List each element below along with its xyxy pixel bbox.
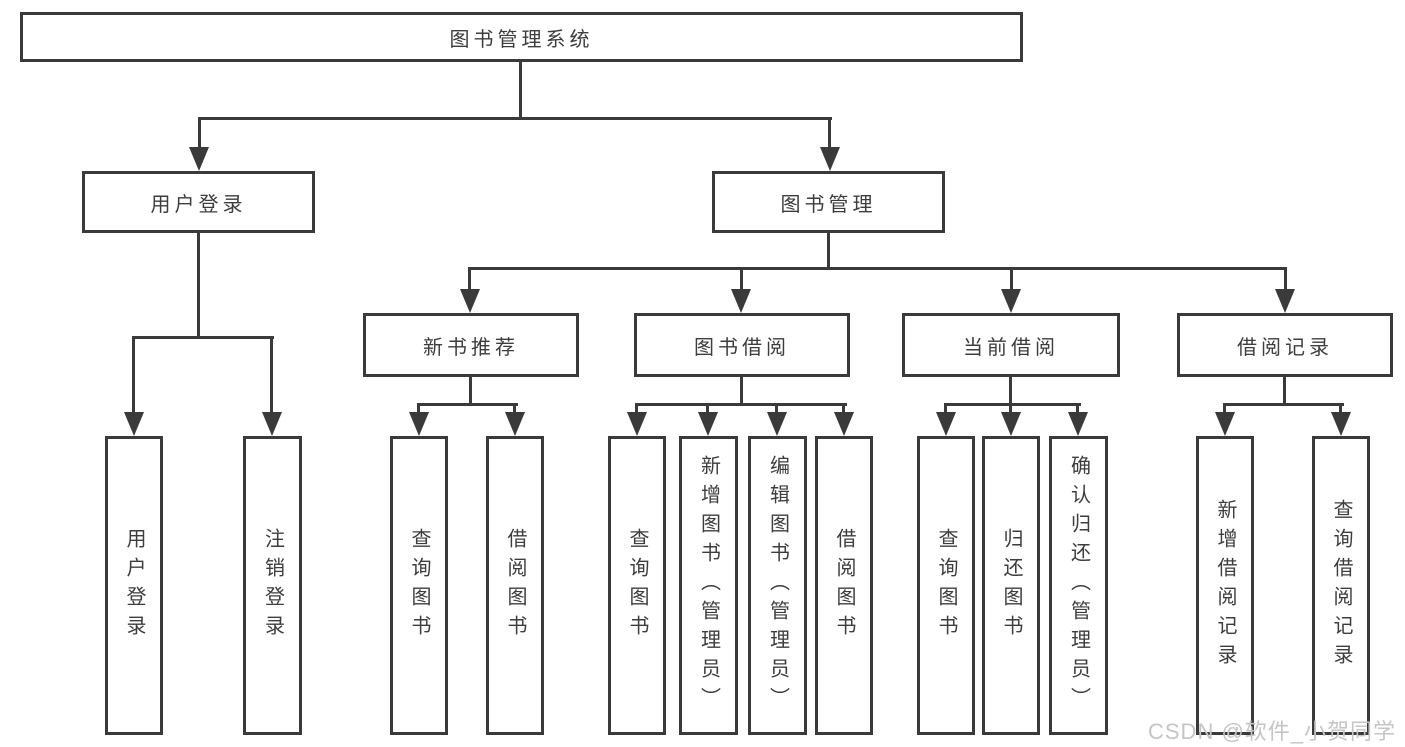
leaf-nb-query-books: 查询图书: [390, 436, 448, 735]
node-current-borrowing-label: 当前借阅: [963, 336, 1059, 359]
leaf-cu-query-books: 查询图书: [917, 436, 975, 735]
arrowhead-user-login: [189, 147, 209, 171]
connector-bw-child3: [775, 403, 778, 414]
arrowhead-cu-child2: [1001, 412, 1021, 436]
leaf-rc-add-borrow-record: 新增借阅记录: [1196, 436, 1254, 735]
connector-cu-child1: [944, 403, 947, 414]
leaf-bw-add-book-admin-label: 新增图书（管理员）: [697, 455, 720, 716]
node-new-book-recommend: 新书推荐: [363, 313, 579, 377]
node-current-borrowing: 当前借阅: [902, 313, 1120, 377]
arrowhead-bw-child2: [698, 412, 718, 436]
leaf-logout-label: 注销登录: [261, 527, 284, 644]
connector-bw-child2: [706, 403, 709, 414]
connector-to-leaf-logout: [270, 336, 273, 414]
node-user-login: 用户登录: [82, 171, 315, 233]
leaf-rc-query-borrow-record-label: 查询借阅记录: [1330, 498, 1352, 673]
leaf-nb-query-books-label: 查询图书: [408, 527, 430, 644]
arrowhead-leaf-user-login: [124, 412, 144, 436]
arrowhead-records: [1275, 289, 1295, 313]
connector-current-split: [945, 403, 1081, 406]
connector-to-leaf-user-login: [132, 336, 135, 414]
arrowhead-bw-child4: [834, 412, 854, 436]
leaf-user-login-label: 用户登录: [123, 527, 145, 644]
connector-bw-child4: [842, 403, 845, 414]
connector-to-records: [1284, 267, 1287, 293]
node-book-borrowing: 图书借阅: [634, 313, 850, 377]
connector-to-user-login: [198, 117, 201, 151]
arrowhead-current: [1001, 289, 1021, 313]
connector-records-stem: [1283, 375, 1286, 406]
connector-to-borrowing: [740, 267, 743, 293]
node-root-label: 图书管理系统: [449, 28, 594, 51]
node-book-management-label: 图书管理: [780, 193, 877, 216]
connector-root-stem: [519, 61, 522, 119]
connector-root-split: [198, 117, 832, 120]
leaf-bw-edit-book-admin: 编辑图书（管理员）: [748, 436, 807, 735]
arrowhead-book-mgmt: [820, 147, 840, 171]
connector-borrowing-stem: [740, 375, 743, 406]
connector-cu-child2: [1009, 403, 1012, 414]
connector-new-books-stem: [469, 375, 472, 406]
node-borrowing-records-label: 借阅记录: [1237, 336, 1333, 359]
leaf-rc-query-borrow-record: 查询借阅记录: [1312, 436, 1370, 735]
leaf-bw-query-books-label: 查询图书: [626, 527, 648, 644]
connector-to-current: [1010, 267, 1013, 293]
connector-user-login-stem: [197, 232, 200, 338]
connector-book-mgmt-split: [469, 267, 1287, 270]
arrowhead-bw-child1: [627, 412, 647, 436]
leaf-cu-return-books-label: 归还图书: [1000, 527, 1022, 644]
leaf-cu-confirm-return-admin-label: 确认归还（管理员）: [1067, 455, 1090, 716]
connector-cu-child3: [1076, 403, 1079, 414]
connector-user-login-split: [133, 336, 274, 339]
arrowhead-leaf-logout: [262, 412, 282, 436]
connector-rc-child1: [1223, 403, 1226, 414]
arrowhead-nb-child2: [505, 412, 525, 436]
connector-records-split: [1224, 403, 1344, 406]
leaf-rc-add-borrow-record-label: 新增借阅记录: [1214, 498, 1236, 673]
connector-rc-child2: [1339, 403, 1342, 414]
arrowhead-rc-child2: [1331, 412, 1351, 436]
arrowhead-nb-child1: [409, 412, 429, 436]
leaf-logout: 注销登录: [243, 436, 302, 735]
leaf-cu-return-books: 归还图书: [982, 436, 1040, 735]
arrowhead-borrowing: [731, 289, 751, 313]
node-book-management: 图书管理: [712, 171, 945, 233]
node-borrowing-records: 借阅记录: [1177, 313, 1393, 377]
watermark: CSDN @软件_小贺同学: [1148, 719, 1397, 744]
connector-nb-child1: [417, 403, 420, 414]
node-user-login-label: 用户登录: [150, 193, 247, 216]
leaf-cu-confirm-return-admin: 确认归还（管理员）: [1049, 436, 1108, 735]
leaf-cu-query-books-label: 查询图书: [935, 527, 957, 644]
connector-new-books-split: [418, 403, 518, 406]
connector-book-mgmt-stem: [827, 232, 830, 270]
arrowhead-rc-child1: [1215, 412, 1235, 436]
leaf-bw-query-books: 查询图书: [608, 436, 666, 735]
connector-to-book-mgmt: [828, 117, 831, 151]
connector-bw-child1: [635, 403, 638, 414]
leaf-bw-edit-book-admin-label: 编辑图书（管理员）: [766, 455, 789, 716]
arrowhead-bw-child3: [767, 412, 787, 436]
leaf-bw-add-book-admin: 新增图书（管理员）: [679, 436, 738, 735]
node-new-book-recommend-label: 新书推荐: [423, 336, 519, 359]
connector-current-stem: [1009, 375, 1012, 406]
leaf-user-login: 用户登录: [105, 436, 163, 735]
arrowhead-new-books: [460, 289, 480, 313]
node-root: 图书管理系统: [20, 12, 1023, 62]
leaf-bw-borrow-books-label: 借阅图书: [833, 527, 855, 644]
connector-borrowing-split: [636, 403, 847, 406]
arrowhead-cu-child1: [936, 412, 956, 436]
leaf-nb-borrow-books-label: 借阅图书: [504, 527, 526, 644]
arrowhead-cu-child3: [1068, 412, 1088, 436]
leaf-bw-borrow-books: 借阅图书: [815, 436, 873, 735]
connector-to-new-books: [468, 267, 471, 293]
leaf-nb-borrow-books: 借阅图书: [486, 436, 544, 735]
connector-nb-child2: [513, 403, 516, 414]
node-book-borrowing-label: 图书借阅: [694, 336, 790, 359]
